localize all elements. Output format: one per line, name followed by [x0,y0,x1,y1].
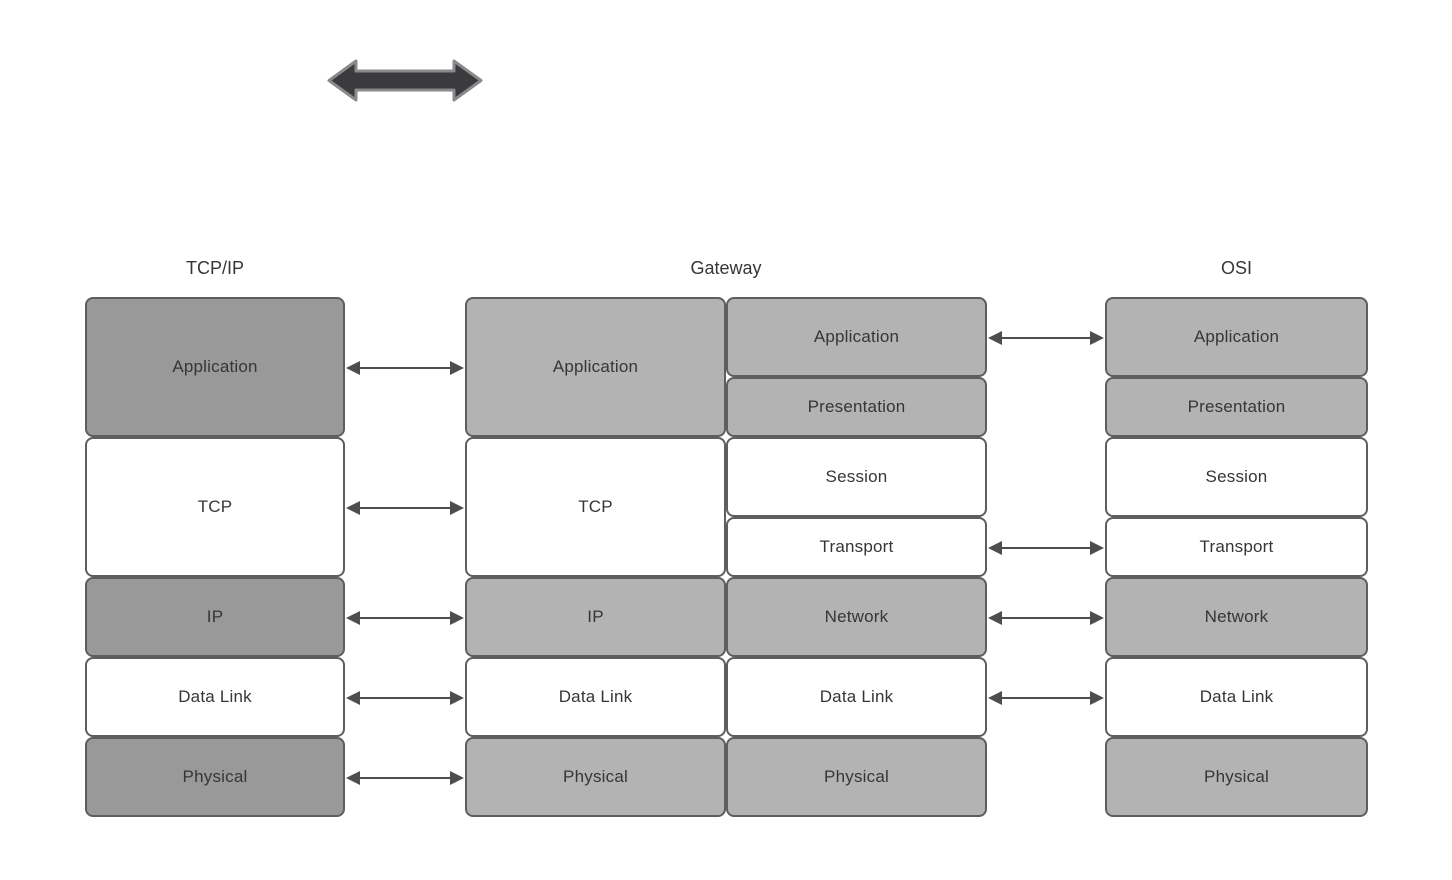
link-arrow-gateway-osi-data-link-icon [988,691,1104,705]
layer-box-tcpip-application: Application [85,297,345,437]
layer-box-gateway-right-network: Network [726,577,987,657]
layer-box-gateway-right-physical: Physical [726,737,987,817]
layer-box-tcpip-physical: Physical [85,737,345,817]
link-arrow-tcpip-gateway-ip-icon [346,611,464,625]
layer-box-tcpip-tcp: TCP [85,437,345,577]
link-arrow-tcpip-gateway-physical-icon [346,771,464,785]
layer-box-gateway-right-application: Application [726,297,987,377]
layer-box-gateway-right-transport: Transport [726,517,987,577]
double-arrow-icon [327,59,483,102]
layer-box-gateway-left-application: Application [465,297,726,437]
layer-box-osi-application: Application [1105,297,1368,377]
link-arrow-gateway-osi-application-icon [988,331,1104,345]
layer-box-gateway-left-tcp: TCP [465,437,726,577]
link-arrow-gateway-osi-network-icon [988,611,1104,625]
column-header-osi: OSI [1220,258,1252,278]
layer-box-osi-session: Session [1105,437,1368,517]
link-arrow-gateway-osi-transport-icon [988,541,1104,555]
layer-box-gateway-right-session: Session [726,437,987,517]
layer-box-gateway-left-data-link: Data Link [465,657,726,737]
layer-box-osi-data-link: Data Link [1105,657,1368,737]
column-header-gateway: Gateway [690,258,762,278]
layer-box-tcpip-ip: IP [85,577,345,657]
layer-box-osi-presentation: Presentation [1105,377,1368,437]
link-arrow-tcpip-gateway-data-link-icon [346,691,464,705]
layer-box-gateway-left-physical: Physical [465,737,726,817]
layer-box-gateway-right-data-link: Data Link [726,657,987,737]
layer-box-osi-transport: Transport [1105,517,1368,577]
layer-box-gateway-left-ip: IP [465,577,726,657]
layer-box-osi-physical: Physical [1105,737,1368,817]
layer-box-tcpip-data-link: Data Link [85,657,345,737]
layer-box-gateway-right-presentation: Presentation [726,377,987,437]
column-header-tcpip: TCP/IP [185,258,244,278]
link-arrow-tcpip-gateway-tcp-icon [346,501,464,515]
link-arrow-tcpip-gateway-application-icon [346,361,464,375]
layer-box-osi-network: Network [1105,577,1368,657]
